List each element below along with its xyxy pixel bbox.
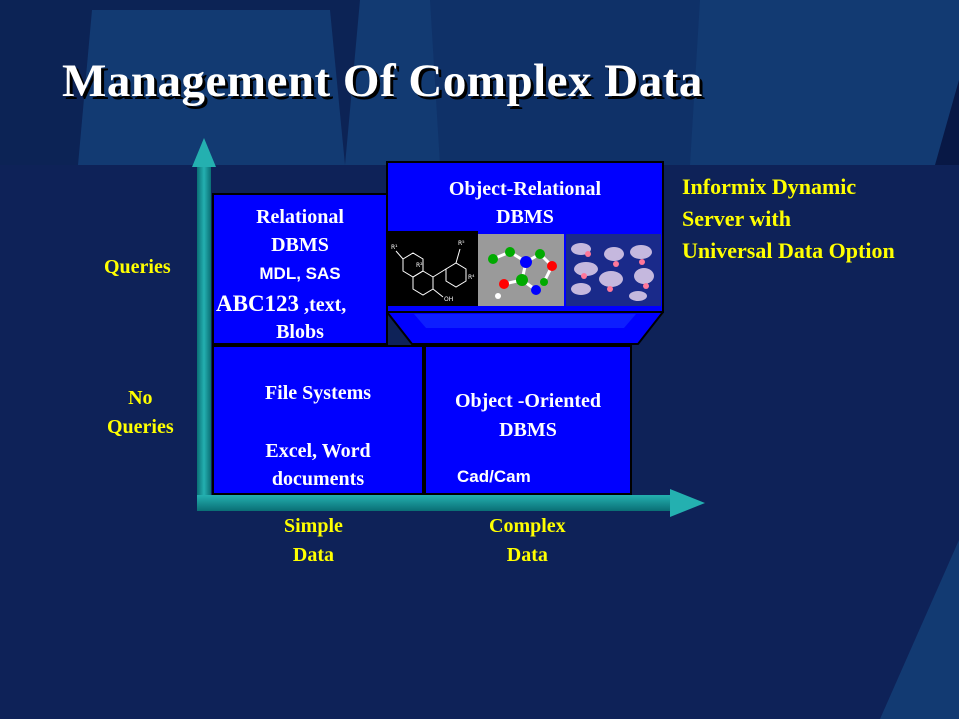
- informix-description: Informix Dynamic Server with Universal D…: [682, 171, 895, 267]
- chemical-structure-image: R¹ R⁵ R² OH R⁴: [388, 231, 478, 306]
- relational-mdl-sas: MDL, SAS: [259, 264, 341, 283]
- relational-title-line1: Relational: [256, 206, 344, 228]
- svg-text:R²: R²: [416, 262, 423, 269]
- file-systems-documents: documents: [271, 468, 365, 490]
- informix-line3: Universal Data Option: [682, 238, 895, 263]
- y-axis-label-queries: Queries: [104, 256, 171, 278]
- informix-line2: Server with: [682, 206, 791, 231]
- molecule-ball-model-image: [478, 234, 564, 306]
- object-oriented-title-line2: DBMS: [499, 419, 557, 441]
- x-axis-arrow: [197, 489, 705, 517]
- slide-title: Management Of Complex Data: [62, 55, 703, 107]
- svg-text:R⁵: R⁵: [458, 240, 465, 247]
- object-oriented-title-line1: Object -Oriented: [454, 390, 602, 412]
- y-axis-arrow: [192, 138, 216, 508]
- x-axis-label-simple-data: Simple Data: [284, 515, 343, 566]
- svg-text:OH: OH: [444, 296, 453, 303]
- file-systems-excel-word: Excel, Word: [265, 440, 371, 462]
- relational-abc123-line: ABC123 ,text,: [216, 291, 347, 316]
- quadrant-relational-dbms: Relational DBMS MDL, SAS ABC123 ,text, B…: [212, 193, 388, 345]
- quadrant-object-oriented-dbms: Object -Oriented DBMS Cad/Cam: [424, 345, 632, 495]
- svg-text:R⁴: R⁴: [468, 274, 475, 281]
- svg-text:R¹: R¹: [391, 244, 398, 251]
- object-oriented-cad-cam: Cad/Cam: [457, 467, 531, 486]
- file-systems-title: File Systems: [264, 382, 372, 404]
- relational-title-line2: DBMS: [271, 234, 329, 256]
- quadrant-object-relational-dbms: Object-Relational DBMS R¹ R⁵ R² OH R⁴: [386, 161, 664, 346]
- quadrant-file-systems: File Systems Excel, Word documents: [212, 345, 424, 495]
- x-axis-label-complex-data: Complex Data: [489, 515, 566, 566]
- object-relational-title-line2: DBMS: [496, 206, 554, 228]
- informix-line1: Informix Dynamic: [682, 174, 857, 199]
- y-axis-label-no-queries: No Queries: [107, 387, 174, 438]
- protein-helix-image: [566, 234, 661, 306]
- relational-blobs: Blobs: [276, 321, 324, 343]
- object-relational-title-line1: Object-Relational: [448, 178, 602, 200]
